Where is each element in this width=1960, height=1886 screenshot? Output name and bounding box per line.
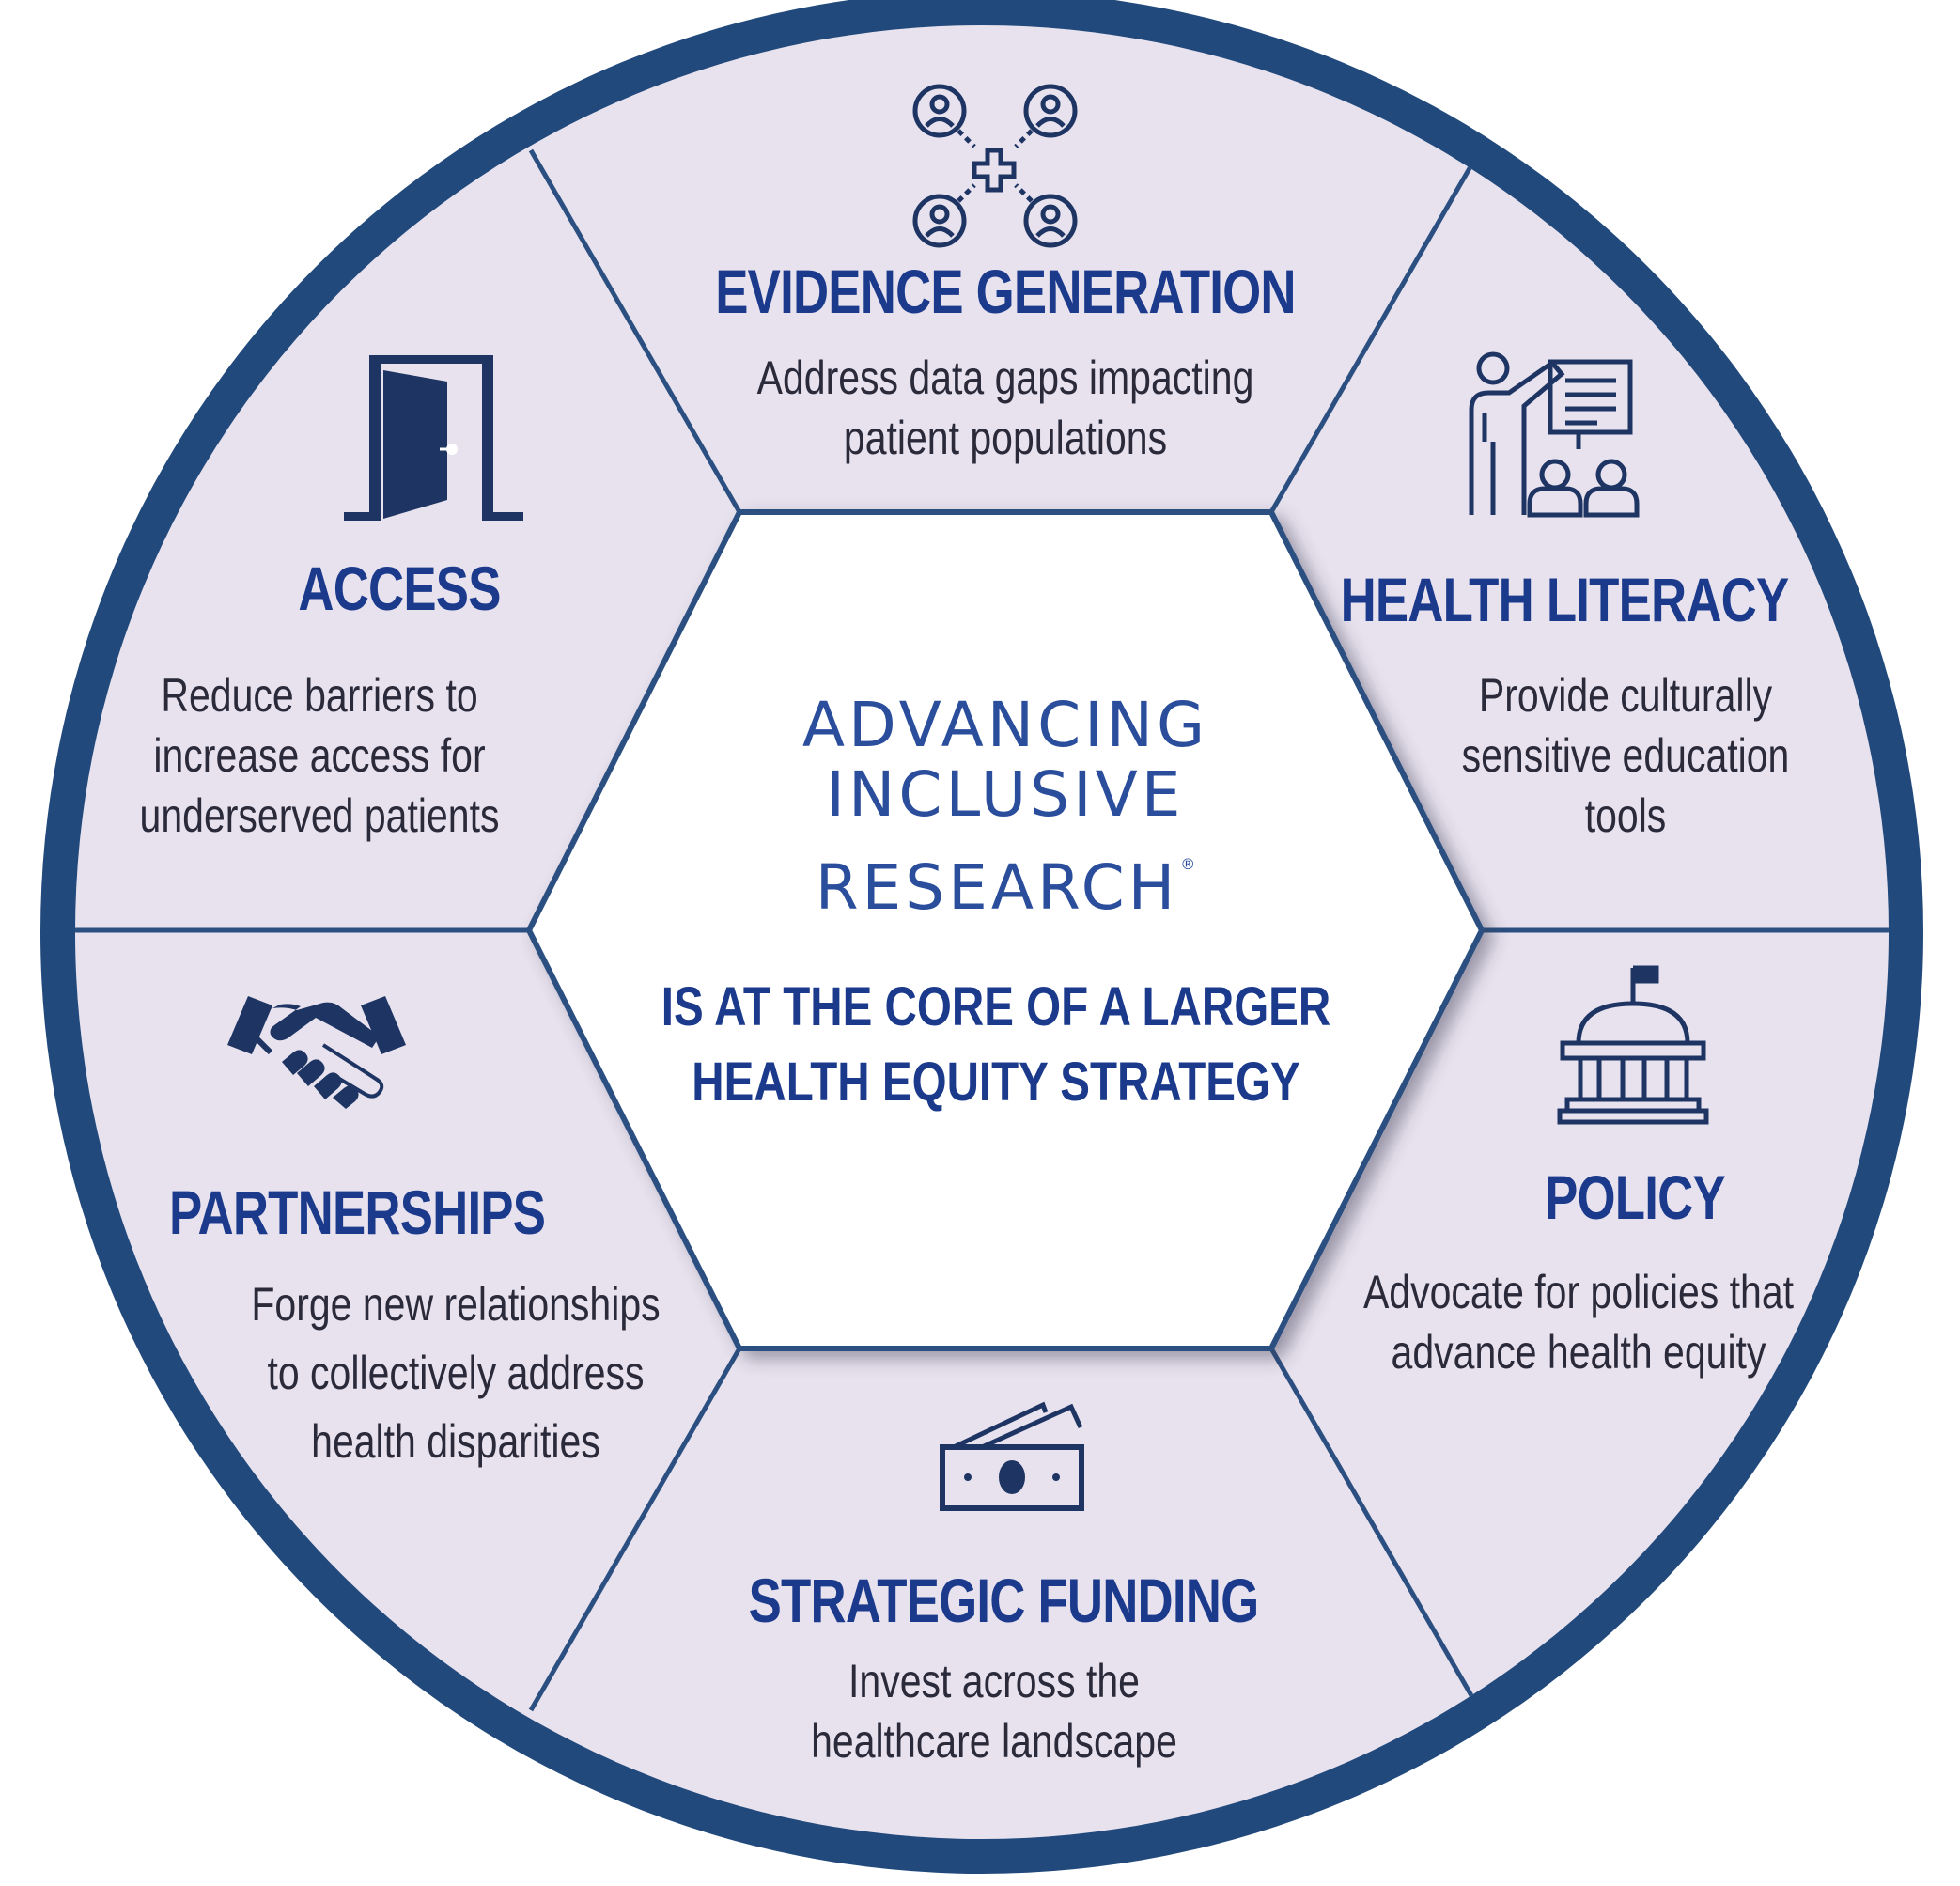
health-literacy-desc-line: sensitive education [1461,729,1790,782]
people-network-icon [912,84,1078,248]
brand-line-text: RESEARCH [815,851,1179,924]
strategic-funding-description: Invest across the healthcare landscape [686,1651,1302,1771]
policy-desc-line: Advocate for policies that [1362,1266,1795,1318]
evidence-desc-line: Address data gaps impacting [756,351,1254,404]
partnerships-desc-line: Forge new relationships [251,1278,661,1331]
access-desc-line: increase access for [153,729,486,782]
registered-mark: ® [1180,855,1196,873]
access-desc-line: Reduce barriers to [161,669,478,722]
core-tagline-line: IS AT THE CORE OF A LARGER [661,976,1331,1037]
capitol-building-icon [1557,965,1709,1125]
evidence-generation-description: Address data gaps impacting patient popu… [620,348,1391,468]
divider-top-right [1268,148,1483,514]
brand-line: ADVANCING [801,689,1209,761]
evidence-desc-line: patient populations [843,412,1168,464]
teacher-presentation-icon [1469,351,1640,518]
evidence-generation-title: EVIDENCE GENERATION [715,257,1296,326]
health-literacy-title: HEALTH LITERACY [1340,565,1790,634]
handshake-icon [227,996,406,1109]
strategic-funding-title: STRATEGIC FUNDING [748,1566,1260,1635]
brand-line: RESEARCH® [723,830,1287,923]
access-desc-line: underserved patients [139,789,500,842]
strategic-funding-desc-line: healthcare landscape [811,1715,1177,1768]
partnerships-title: PARTNERSHIPS [169,1177,546,1247]
segment-dividers [75,148,1889,1712]
core-tagline-line: HEALTH EQUITY STRATEGY [692,1052,1300,1113]
center-hexagon [525,509,1486,1351]
divider-top-left [528,148,742,514]
strategic-funding-desc-line: Invest across the [848,1655,1140,1707]
policy-title: POLICY [1545,1162,1726,1232]
open-door-icon [344,355,523,521]
divider-bottom-right [1268,1347,1483,1712]
health-literacy-description: Provide culturally sensitive education t… [1394,665,1857,846]
access-title: ACCESS [298,553,501,623]
partnerships-description: Forge new relationships to collectively … [225,1270,687,1476]
brand-logo-text: ADVANCING INCLUSIVE RESEARCH® [723,691,1287,923]
core-tagline: IS AT THE CORE OF A LARGER HEALTH EQUITY… [657,970,1335,1120]
access-description: Reduce barriers to increase access for u… [103,665,535,846]
brand-line: INCLUSIVE [826,758,1185,831]
policy-desc-line: advance health equity [1391,1326,1766,1379]
health-literacy-desc-line: tools [1584,789,1667,842]
health-literacy-desc-line: Provide culturally [1478,669,1773,722]
money-bills-icon [940,1401,1084,1511]
policy-description: Advocate for policies that advance healt… [1340,1262,1817,1382]
partnerships-desc-line: health disparities [311,1415,600,1468]
divider-bottom-left [528,1347,742,1712]
partnerships-desc-line: to collectively address [267,1347,645,1399]
